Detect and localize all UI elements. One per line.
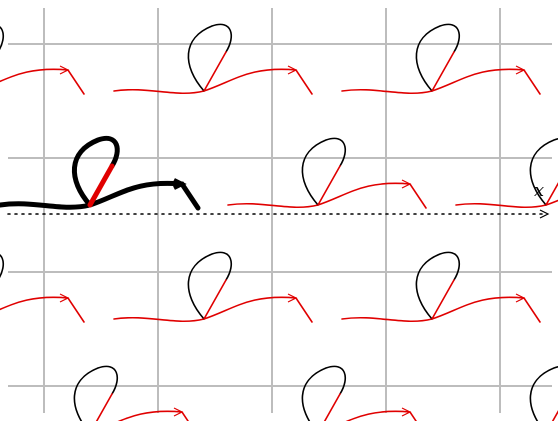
loop-curve [415,23,461,92]
loop-curve [301,137,347,206]
arrow-icon [515,65,526,75]
wave-curve [345,410,417,421]
arrow-icon [401,179,412,189]
loop-tail [203,279,227,320]
diagram-cell [0,26,85,95]
arrow-icon [59,293,70,303]
arrow-icon [173,178,187,190]
loop-curve [73,365,119,421]
wave-curve [341,296,541,323]
wave-curve [456,411,558,421]
loop-curve [301,365,347,421]
loop-tail [431,51,455,92]
diagram-cell [227,137,427,209]
loop-curve [187,251,233,320]
arrow-icon [59,65,70,75]
arrow-icon [401,407,412,417]
loop-curve [415,251,461,320]
loop-tail [317,165,341,206]
x-axis-arrow-icon [539,209,550,219]
wave-curve [113,296,313,323]
diagram-cell [341,251,541,323]
loop-tail [203,51,227,92]
loop-tail [545,182,558,206]
wave-curve [0,68,85,95]
diagram-cell [0,254,85,323]
diagram-cell [301,365,417,421]
diagram-cell [113,251,313,323]
loop-tail [551,410,558,421]
x-axis-label: x [534,180,544,201]
loop-curve [0,26,5,50]
loop-curve [529,138,558,206]
diagram-cell [341,23,541,95]
loop-tail [323,393,341,421]
loop-tail [87,163,115,208]
wave-curve [227,182,427,209]
grid [8,8,552,413]
loop-curve [0,254,5,278]
diagram-cell [0,137,199,209]
diagram-cell [113,23,313,95]
x-axis: x [7,180,550,219]
arrow-icon [287,65,298,75]
arrow-icon [173,407,184,417]
diagram-cell [73,365,189,421]
wave-curve [341,68,541,95]
loop-curve [72,135,120,208]
diagram-cell [456,366,558,421]
loop-tail [95,393,113,421]
arrow-icon [515,293,526,303]
loop-curve [529,366,558,421]
loop-curve [187,23,233,92]
arrow-icon [287,293,298,303]
highlighted-cell [0,135,201,211]
loop-tail [431,279,455,320]
diagram-cell [455,138,558,209]
wave-curve [117,410,189,421]
wave-curve [0,296,85,323]
wave-curve [113,68,313,95]
